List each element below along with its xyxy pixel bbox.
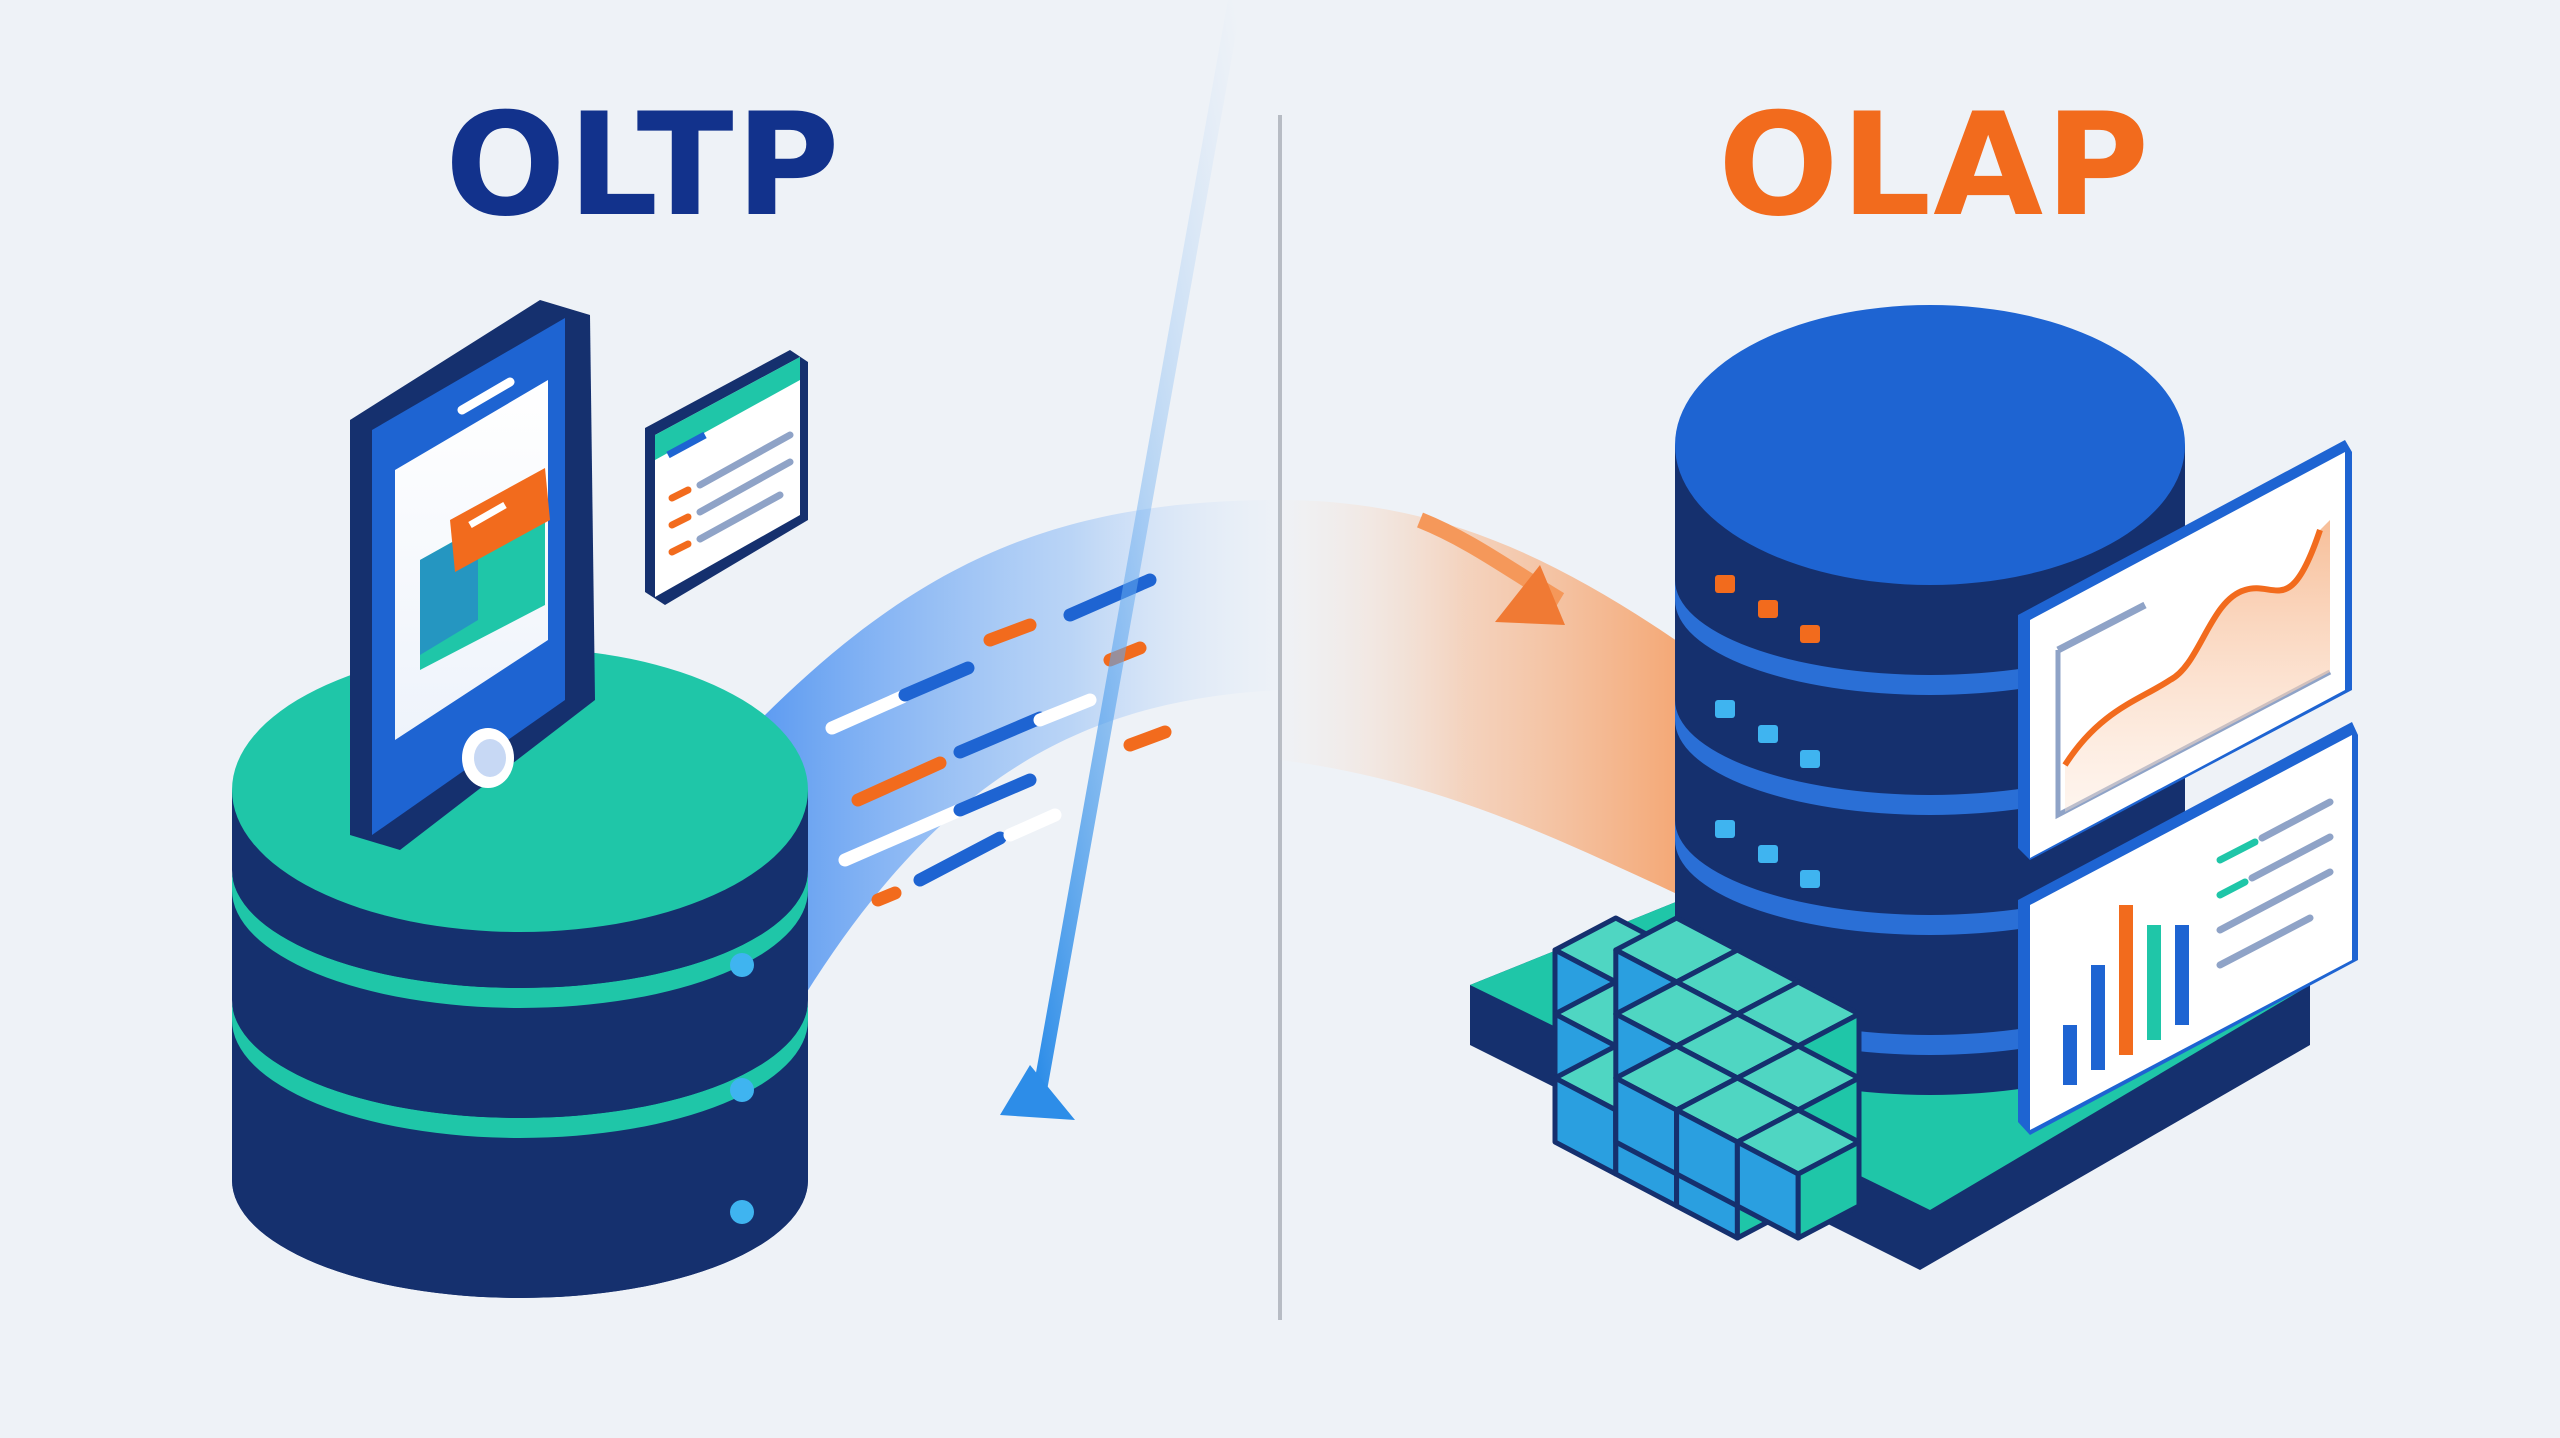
olap-title: OLAP [1718,83,2152,248]
return-arrow [1000,0,1242,1120]
bar-chart-panel-icon [2018,722,2358,1135]
transactional-database-icon [232,648,808,1298]
smartphone-icon [350,300,595,850]
cube-cell [1734,1107,1862,1241]
olap-data-stream [1280,500,1690,900]
line-chart-panel-icon [2018,440,2352,860]
olap-stream-arrowhead [1495,565,1565,625]
form-window-icon [645,350,808,605]
olap-cube-icon [1552,915,1862,1241]
oltp-data-stream [760,500,1280,995]
oltp-title: OLTP [445,83,842,248]
